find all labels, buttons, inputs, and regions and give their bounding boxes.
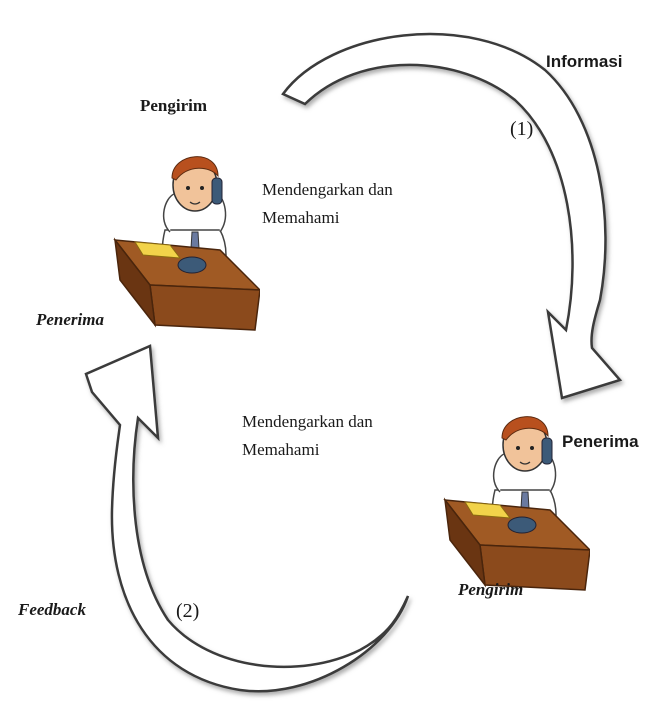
person-on-phone-at-desk-icon: [113, 156, 260, 331]
label-step-2: (2): [176, 600, 200, 622]
label-penerima-right: Penerima: [562, 432, 639, 451]
label-informasi: Informasi: [546, 52, 623, 71]
description-middle: Mendengarkan dan Memahami: [242, 408, 373, 464]
description-top-line-1: Mendengarkan dan: [262, 180, 393, 199]
description-middle-line-2: Memahami: [242, 440, 320, 459]
label-pengirim-bottom: Pengirim: [458, 580, 524, 599]
label-pengirim-top: Pengirim: [140, 96, 208, 115]
label-penerima-left: Penerima: [36, 310, 104, 329]
description-top: Mendengarkan dan Memahami: [262, 176, 393, 232]
person-on-phone-at-desk-icon: [443, 416, 590, 591]
label-feedback: Feedback: [18, 600, 86, 619]
description-middle-line-1: Mendengarkan dan: [242, 412, 373, 431]
curved-arrow-icon: [281, 32, 623, 400]
curved-arrow-icon: [84, 344, 410, 693]
label-step-1: (1): [510, 118, 534, 140]
description-top-line-2: Memahami: [262, 208, 340, 227]
